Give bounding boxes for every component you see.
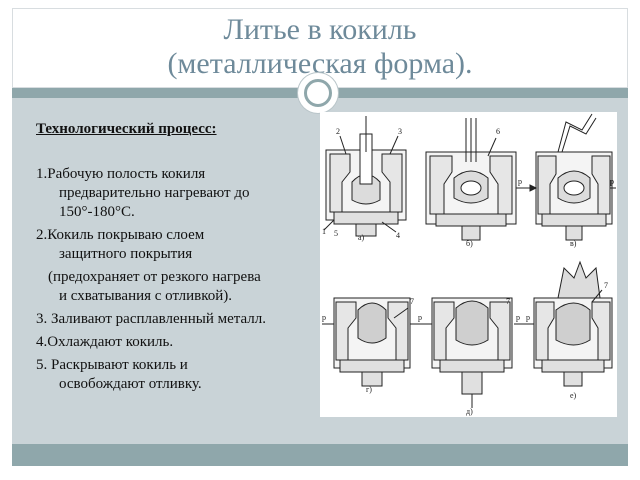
callout-p-c-left: р bbox=[518, 177, 522, 186]
callout-7-d: 7 bbox=[410, 297, 414, 306]
chill-mold-diagram: а) б) в) г) д) е) 2 3 1 5 4 6 7 7 7 р р … bbox=[320, 112, 617, 417]
chill-mold-diagram-svg: а) б) в) г) д) е) 2 3 1 5 4 6 7 7 7 р р … bbox=[322, 113, 616, 416]
circle-ornament-icon bbox=[298, 73, 338, 113]
callout-3: 3 bbox=[398, 127, 402, 136]
callout-p-d-left: p bbox=[322, 313, 326, 322]
step-5: 5. Раскрывают кокиль и освобождают отлив… bbox=[36, 356, 318, 394]
step-1-line-c: 150°-180°С. bbox=[59, 204, 135, 220]
callout-6: 6 bbox=[496, 127, 500, 136]
panel-d-drawing bbox=[322, 297, 424, 387]
callout-1: 1 bbox=[322, 227, 326, 236]
callout-7-f: 7 bbox=[604, 281, 608, 290]
callout-2: 2 bbox=[336, 127, 340, 136]
panel-b-drawing bbox=[425, 118, 517, 241]
panel-e-drawing bbox=[420, 297, 526, 408]
panel-a-label: а) bbox=[358, 233, 365, 242]
panel-c-drawing bbox=[516, 113, 616, 241]
panel-b-label: б) bbox=[466, 239, 473, 248]
step-5-line-a: 5. Раскрывают кокиль и bbox=[36, 357, 188, 373]
circle-ornament-inner bbox=[304, 79, 332, 107]
callout-p-d-right: p bbox=[418, 313, 422, 322]
callout-p-e-right: p bbox=[516, 313, 520, 322]
process-text: Технологический процесс: 1.Рабочую полос… bbox=[36, 120, 318, 394]
panel-e-label: д) bbox=[466, 407, 473, 416]
step-2-note-line-b: и схватывания с отливкой). bbox=[59, 288, 233, 304]
step-2-line-b: защитного покрытия bbox=[59, 246, 193, 262]
step-1-line-a: 1.Рабочую полость кокиля bbox=[36, 166, 206, 182]
step-2-note-line-a: (предохраняет от резкого нагрева bbox=[48, 269, 261, 285]
panel-c-label: в) bbox=[570, 239, 577, 248]
panel-d-label: г) bbox=[366, 385, 372, 394]
step-4: 4.Охлаждают кокиль. bbox=[36, 334, 174, 350]
step-1: 1.Рабочую полость кокиля предварительно … bbox=[36, 165, 318, 222]
callout-p-c-right: р bbox=[610, 177, 614, 186]
panel-a-drawing bbox=[323, 116, 407, 237]
panel-f-drawing bbox=[526, 260, 613, 387]
step-5-line-b: освобождают отливку. bbox=[59, 376, 202, 392]
bottom-band bbox=[12, 444, 628, 466]
step-2: 2.Кокиль покрываю слоем защитного покрыт… bbox=[36, 226, 318, 264]
step-3: 3. Заливают расплавленный металл. bbox=[36, 311, 266, 327]
callout-7-e: 7 bbox=[506, 297, 510, 306]
step-2-note: (предохраняет от резкого нагрева и схват… bbox=[36, 268, 318, 306]
panel-f-label: е) bbox=[570, 391, 577, 400]
callout-4: 4 bbox=[396, 231, 400, 240]
process-heading: Технологический процесс: bbox=[36, 121, 217, 137]
step-1-line-b: предварительно нагревают до bbox=[59, 185, 250, 201]
callout-p-f-left: p bbox=[526, 313, 530, 322]
callout-5: 5 bbox=[334, 229, 338, 238]
step-2-line-a: 2.Кокиль покрываю слоем bbox=[36, 227, 205, 243]
slide-title-line-1: Литье в кокиль bbox=[223, 13, 417, 46]
